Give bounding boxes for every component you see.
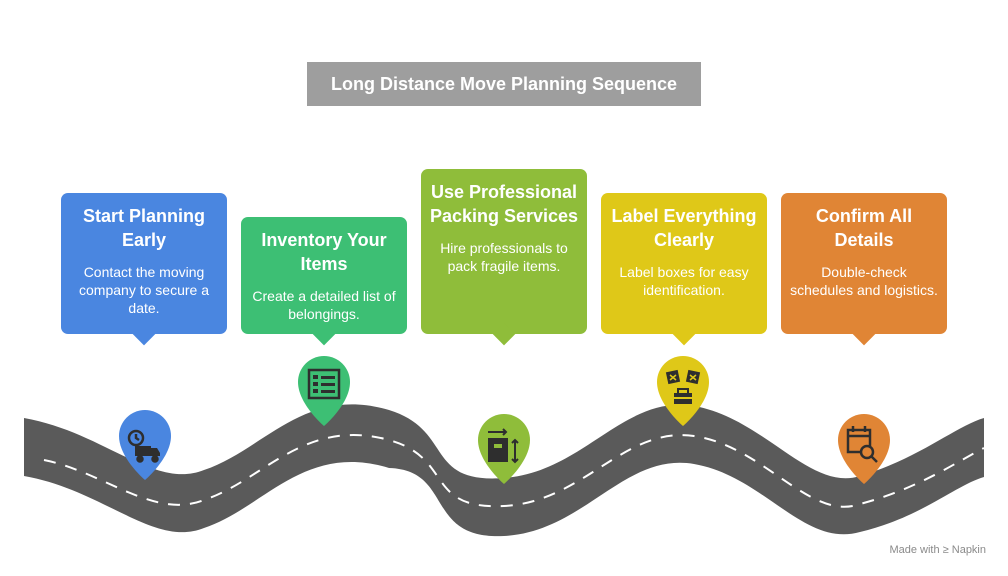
step-card-confirm-details: Confirm All Details Double-check schedul… [781, 193, 947, 346]
step-card-label-everything: Label Everything Clearly Label boxes for… [601, 193, 767, 346]
calendar-search-icon [846, 426, 878, 463]
marker-2 [298, 356, 350, 426]
checklist-icon [307, 368, 341, 400]
step-description: Hire professionals to pack fragile items… [440, 240, 568, 274]
marker-4 [657, 356, 709, 426]
step-card-inventory: Inventory Your Items Create a detailed l… [241, 217, 407, 346]
diagram-title: Long Distance Move Planning Sequence [307, 62, 701, 106]
step-title: Label Everything Clearly [611, 206, 757, 250]
road-center-dashes [43, 434, 985, 508]
step-description: Double-check schedules and logistics. [790, 264, 938, 298]
label-boxes-icon [665, 369, 701, 404]
road [24, 404, 984, 537]
step-card-start-planning: Start Planning Early Contact the moving … [61, 193, 227, 346]
napkin-watermark: Made with ≥ Napkin [889, 544, 986, 556]
box-resize-icon [488, 428, 519, 464]
step-description: Contact the moving company to secure a d… [79, 264, 209, 316]
step-title: Confirm All Details [815, 206, 913, 250]
clock-truck-icon [127, 429, 160, 463]
step-title: Inventory Your Items [261, 230, 387, 274]
step-description: Label boxes for easy identification. [619, 264, 749, 298]
step-description: Create a detailed list of belongings. [252, 288, 396, 322]
marker-3 [478, 414, 530, 484]
step-title: Use Professional Packing Services [429, 182, 579, 226]
marker-1 [119, 410, 171, 480]
step-card-packing-services: Use Professional Packing Services Hire p… [421, 169, 587, 346]
step-title: Start Planning Early [82, 206, 205, 250]
marker-5 [838, 414, 890, 484]
